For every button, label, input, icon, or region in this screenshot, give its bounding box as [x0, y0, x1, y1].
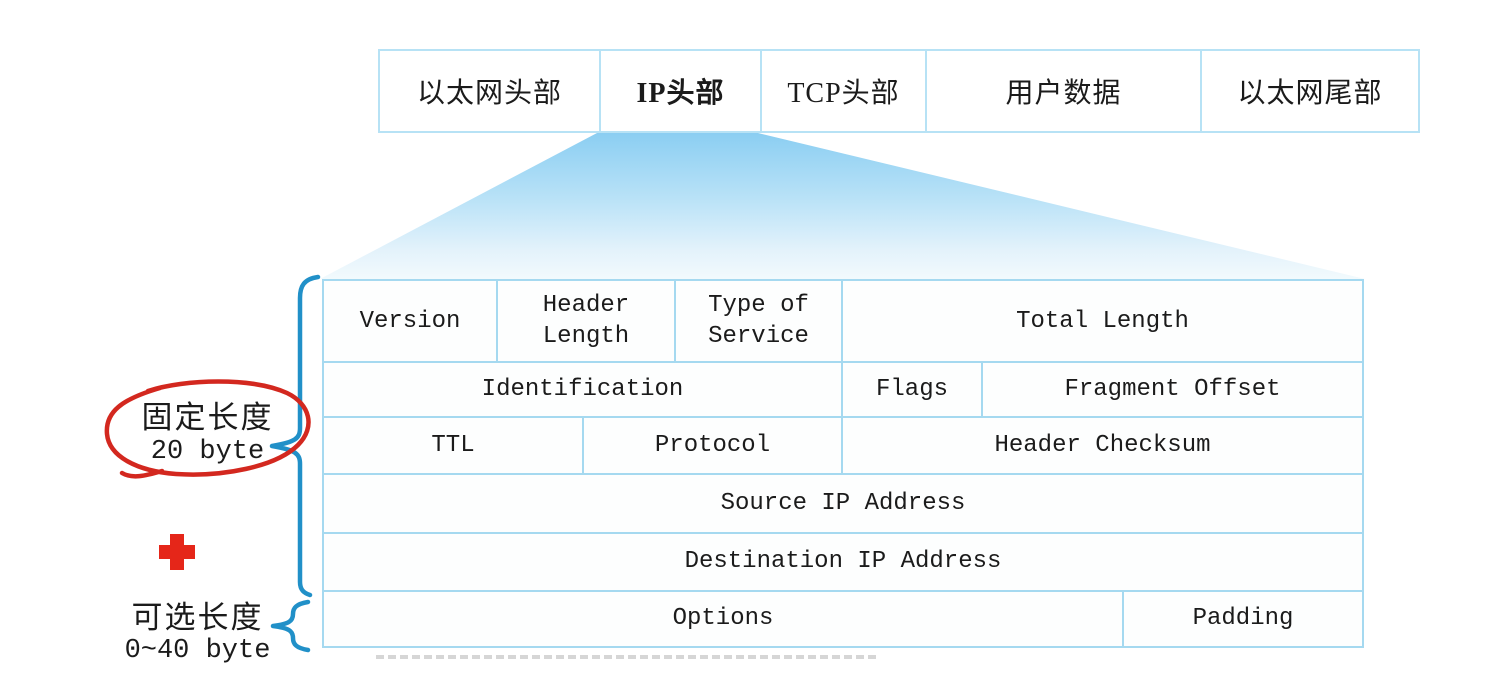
field-type-of-service: Type of Service — [676, 281, 843, 362]
field-ttl: TTL — [324, 417, 584, 473]
field-destination-ip: Destination IP Address — [684, 548, 1002, 576]
field-flags: Flags — [843, 363, 983, 416]
field-identification: Identification — [324, 363, 843, 416]
frame-cell-label: IP头部 — [636, 78, 725, 109]
table-row: TTL Protocol Header Checksum — [324, 417, 1362, 475]
optional-length-label: 可选长度 — [131, 600, 264, 635]
ethernet-frame-row: 以太网头部 IP头部 TCP头部 用户数据 以太网尾部 — [378, 49, 1420, 133]
fixed-length-value: 20 byte — [150, 437, 265, 467]
field-version: Version — [324, 281, 498, 362]
field-source-ip: Source IP Address — [720, 490, 966, 518]
frame-cell-label: 以太网尾部 — [1237, 78, 1383, 109]
field-protocol: Protocol — [584, 417, 843, 473]
optional-length-annotation: 可选长度 0~40 byte — [100, 600, 295, 667]
table-row: Version Header Length Type of Service To… — [324, 281, 1362, 364]
red-plus-icon — [159, 534, 195, 570]
field-total-length: Total Length — [1016, 307, 1189, 335]
table-row: Source IP Address — [324, 475, 1362, 535]
table-row: Destination IP Address — [324, 534, 1362, 592]
frame-cell-label: 用户数据 — [1005, 78, 1122, 109]
fixed-length-label: 固定长度 — [141, 400, 274, 435]
curly-brace-icon — [269, 274, 321, 653]
dashed-underline — [376, 655, 876, 659]
frame-cell-ethernet-trailer: 以太网尾部 — [1200, 51, 1418, 131]
ip-header-table: Version Header Length Type of Service To… — [322, 279, 1364, 648]
field-fragment-offset: Fragment Offset — [1064, 375, 1281, 403]
red-circle-annotation-icon — [104, 379, 311, 479]
frame-cell-user-data: 用户数据 — [925, 51, 1200, 131]
frame-cell-tcp-header: TCP头部 — [760, 51, 925, 131]
frame-cell-ip-header: IP头部 — [599, 51, 760, 131]
frame-cell-label: TCP头部 — [787, 78, 900, 109]
optional-length-value: 0~40 byte — [124, 636, 271, 666]
fixed-length-annotation: 固定长度 20 byte — [110, 400, 305, 468]
table-row: Identification Flags Fragment Offset — [324, 363, 1362, 418]
funnel-shape — [320, 133, 1365, 279]
field-padding: Padding — [1192, 605, 1294, 633]
field-options: Options — [324, 591, 1124, 646]
field-header-length: Header Length — [498, 281, 676, 362]
field-header-checksum: Header Checksum — [994, 431, 1211, 459]
table-row: Options Padding — [324, 591, 1362, 646]
frame-cell-label: 以太网头部 — [416, 78, 562, 109]
frame-cell-ethernet-header: 以太网头部 — [380, 51, 599, 131]
